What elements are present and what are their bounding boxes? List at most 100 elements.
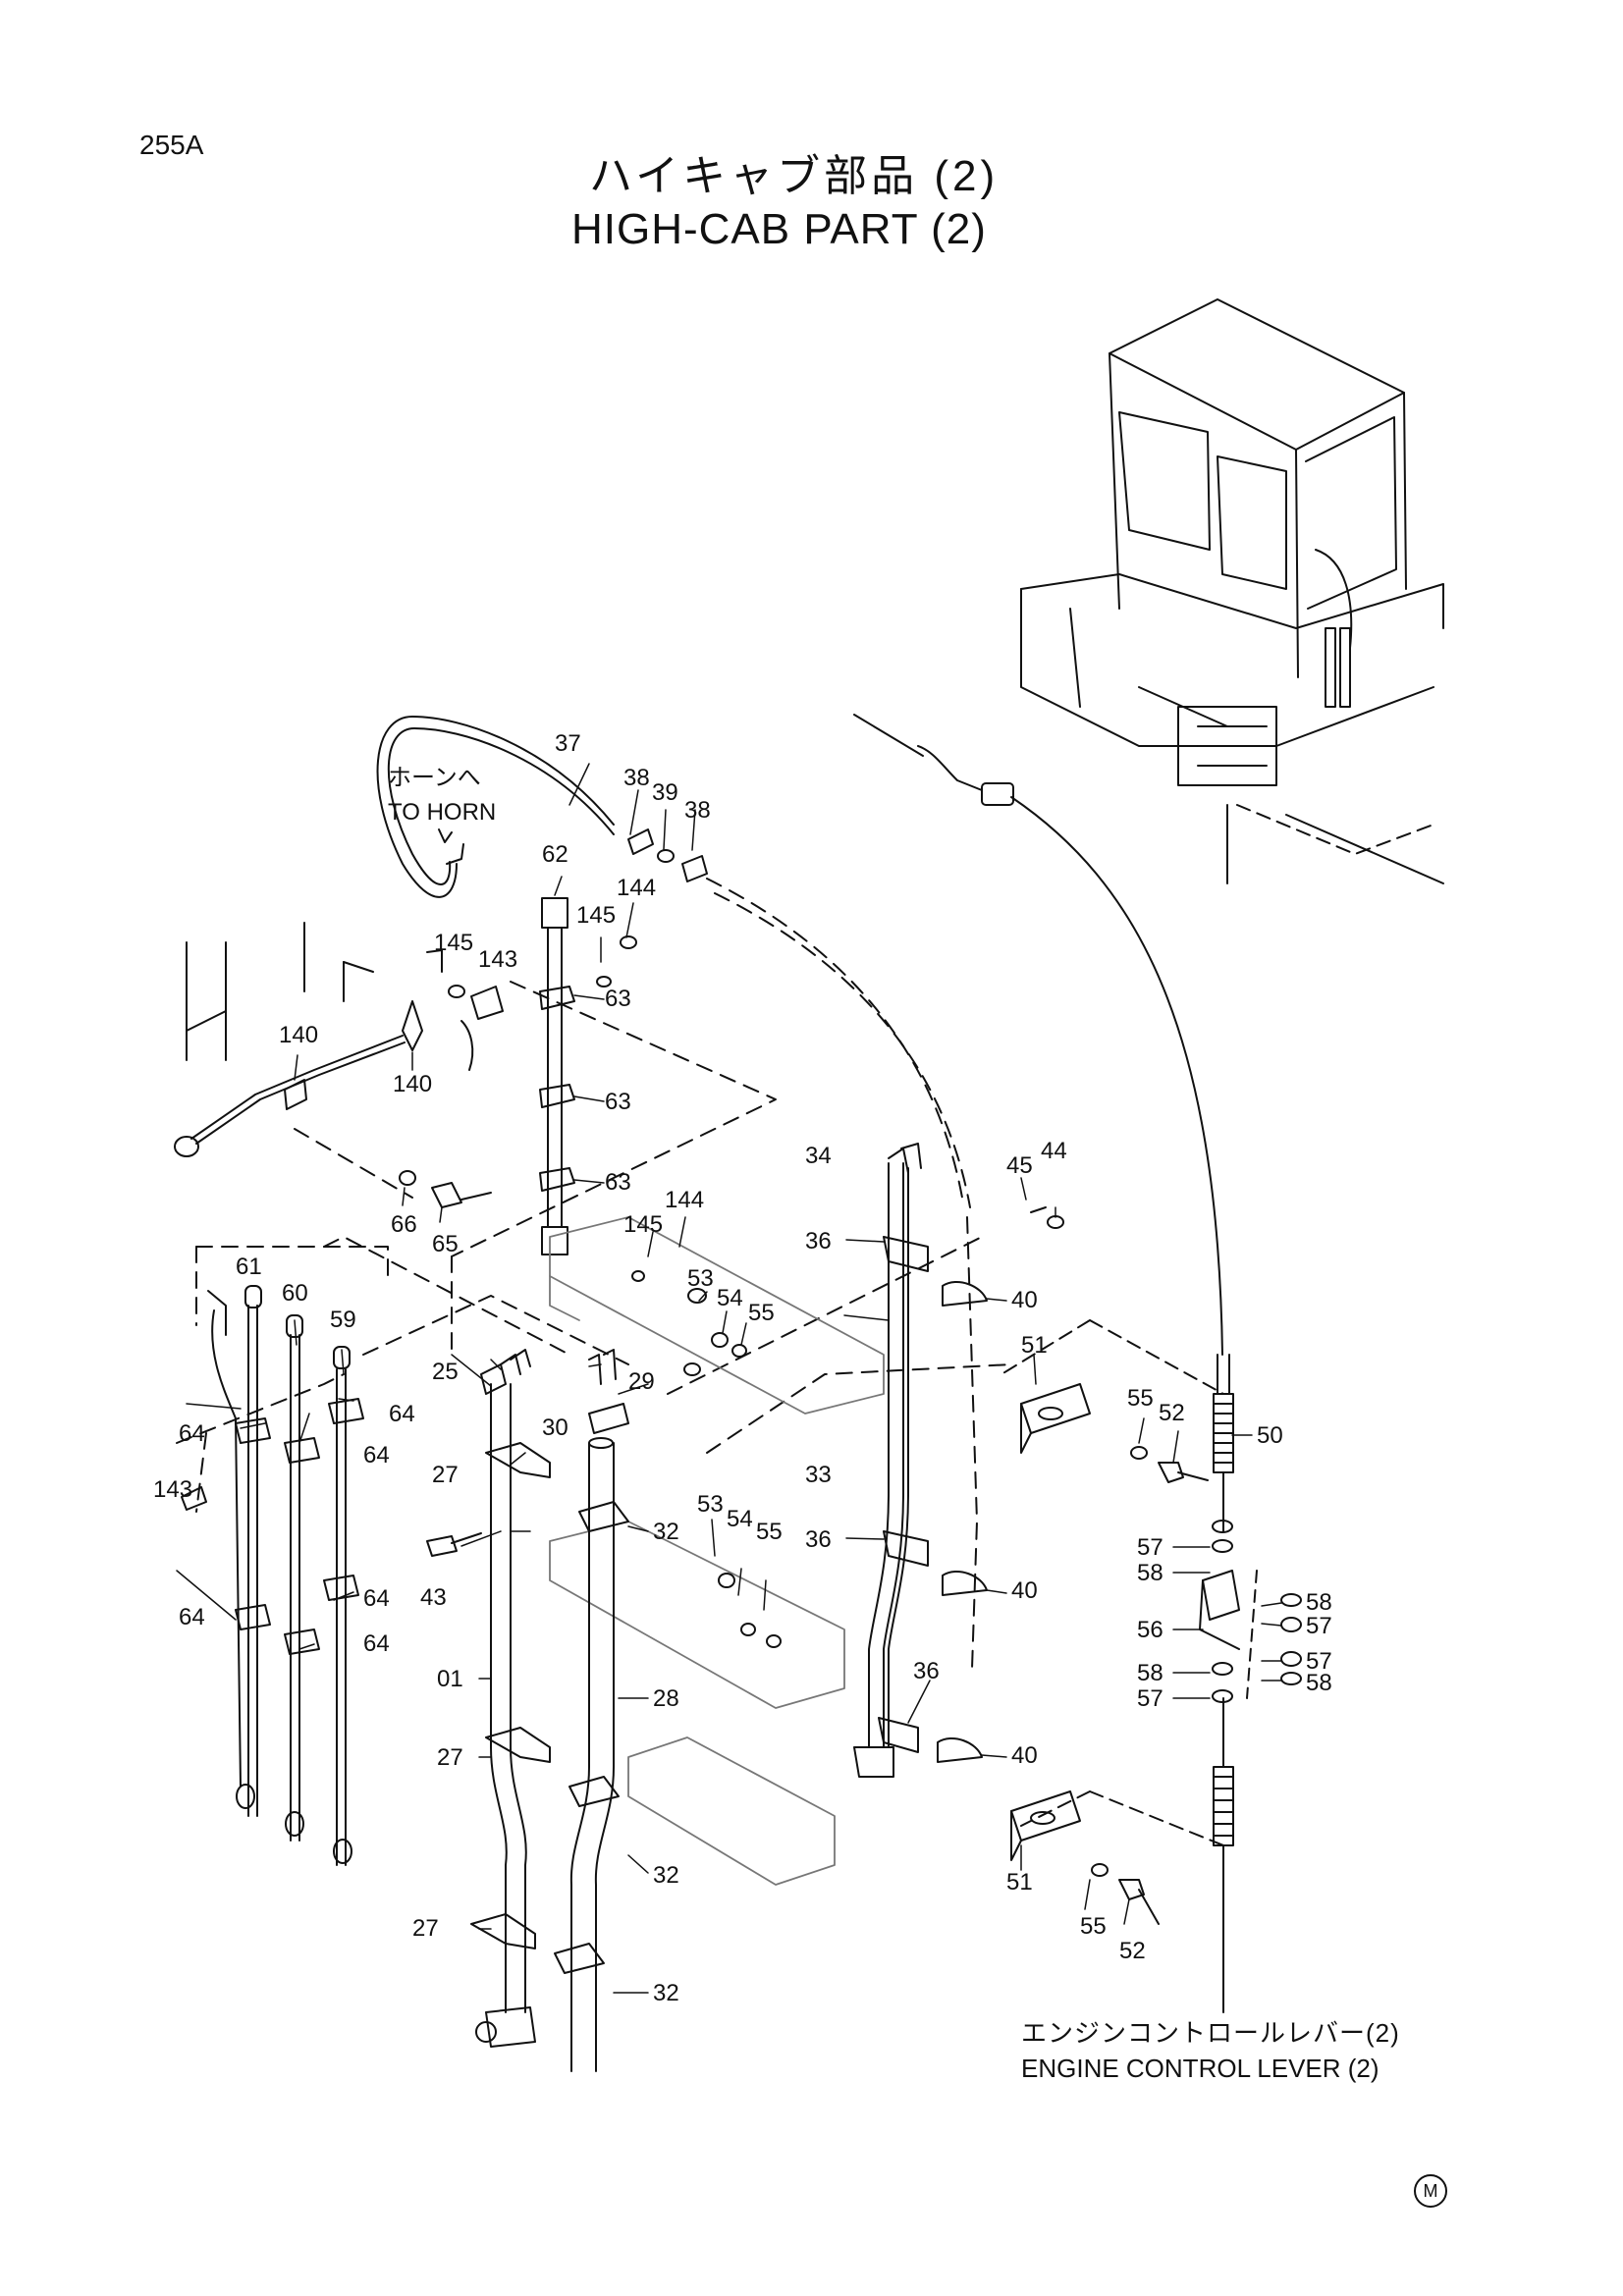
callout-143: 143 [153,1476,192,1503]
callout-66: 66 [391,1211,417,1238]
callout-144: 144 [665,1187,704,1213]
callout-51: 51 [1021,1332,1048,1359]
callout-55: 55 [756,1519,783,1545]
callout-33: 33 [805,1462,832,1488]
callout-32: 32 [653,1862,679,1889]
hose-routing-dashed [706,878,978,1670]
callout-53: 53 [697,1491,724,1518]
callout-145: 145 [576,902,616,929]
callout-64: 64 [389,1401,415,1427]
horn-hose-37 [376,716,615,898]
callout-32: 32 [653,1980,679,2006]
callout-28: 28 [653,1685,679,1712]
page-number: 255A [139,130,204,160]
callout-54: 54 [717,1285,743,1311]
to-horn-note-jp: ホーンへ [388,765,481,791]
callout-57: 57 [1306,1613,1332,1639]
callout-27: 27 [432,1462,459,1488]
callout-140: 140 [279,1022,318,1048]
callout-64: 64 [179,1420,205,1447]
callout-30: 30 [542,1415,568,1441]
callout-36: 36 [805,1526,832,1553]
callout-143: 143 [478,946,517,973]
callout-39: 39 [652,779,678,806]
manual-mark-icon: M [1414,2174,1447,2208]
cab-overview-illustration [1020,298,1444,884]
callout-58: 58 [1137,1560,1163,1586]
callout-52: 52 [1119,1938,1146,1964]
callout-01: 01 [437,1666,463,1692]
callout-63: 63 [605,1169,631,1196]
callout-55: 55 [748,1300,775,1326]
frame-members [549,1216,885,1886]
callout-64: 64 [363,1630,390,1657]
callout-144: 144 [617,875,656,901]
callout-61: 61 [236,1254,262,1280]
callout-40: 40 [1011,1287,1038,1313]
callout-57: 57 [1137,1534,1163,1561]
callout-62: 62 [542,841,568,868]
callout-36: 36 [913,1658,940,1684]
callout-45: 45 [1006,1152,1033,1179]
cables-59-60-61 [181,1285,364,1866]
callout-50: 50 [1257,1422,1283,1449]
to-horn-note-en: TO HORN [388,799,496,826]
callout-53: 53 [687,1265,714,1292]
to-horn-note: ホーンへ TO HORN [388,765,496,826]
callout-65: 65 [432,1231,459,1257]
callout-56: 56 [1137,1617,1163,1643]
callout-leaders [176,763,1282,1994]
callout-labels: 37 38 39 38 62 145 144 145 143 63 63 63 … [153,730,1332,2006]
callout-25: 25 [432,1359,459,1385]
callout-64: 64 [179,1604,205,1630]
engine-control-lever-caption-en: ENGINE CONTROL LEVER (2) [1021,2054,1380,2083]
callout-58: 58 [1306,1670,1332,1696]
callout-60: 60 [282,1280,308,1307]
callout-57: 57 [1137,1685,1163,1712]
callout-54: 54 [727,1506,753,1532]
pipes-01-28 [426,1349,629,2072]
callout-59: 59 [330,1307,356,1333]
callout-27: 27 [437,1744,463,1771]
callout-27: 27 [412,1915,439,1942]
pipe-33 [853,1143,1064,1778]
callout-38: 38 [684,797,711,824]
callout-40: 40 [1011,1742,1038,1769]
callout-34: 34 [805,1143,832,1169]
callout-55: 55 [1127,1385,1154,1412]
callout-57: 57 [1306,1648,1332,1675]
callout-44: 44 [1041,1138,1067,1164]
callout-38: 38 [623,765,650,791]
callout-64: 64 [363,1585,390,1612]
title-english: HIGH-CAB PART (2) [571,205,987,253]
horn-cable-140 [174,922,474,1157]
callout-58: 58 [1306,1589,1332,1616]
bracket-51-lower [1010,1790,1160,1925]
callout-40: 40 [1011,1577,1038,1604]
hardware-washers [399,985,782,1648]
callout-63: 63 [605,986,631,1012]
bracket-51-upper [1020,1383,1209,1483]
engine-control-cable [853,714,1234,2013]
fittings-38-39 [596,828,708,988]
bracket-56 [1199,1520,1302,1703]
callout-36: 36 [805,1228,832,1255]
callout-32: 32 [653,1519,679,1545]
callout-140: 140 [393,1071,432,1097]
callout-63: 63 [605,1089,631,1115]
pipe-62 [539,897,575,1255]
callout-55: 55 [1080,1913,1107,1940]
callout-145: 145 [623,1211,663,1238]
engine-control-lever-caption-jp: エンジンコントロールレバー(2) [1021,2018,1400,2048]
callout-43: 43 [420,1584,447,1611]
callout-51: 51 [1006,1869,1033,1896]
callout-37: 37 [555,730,581,757]
callout-64: 64 [363,1442,390,1468]
callout-145: 145 [434,930,473,956]
callout-29: 29 [628,1368,655,1395]
reference-lines-left [176,981,1012,1513]
callout-52: 52 [1159,1400,1185,1426]
callout-58: 58 [1137,1660,1163,1686]
